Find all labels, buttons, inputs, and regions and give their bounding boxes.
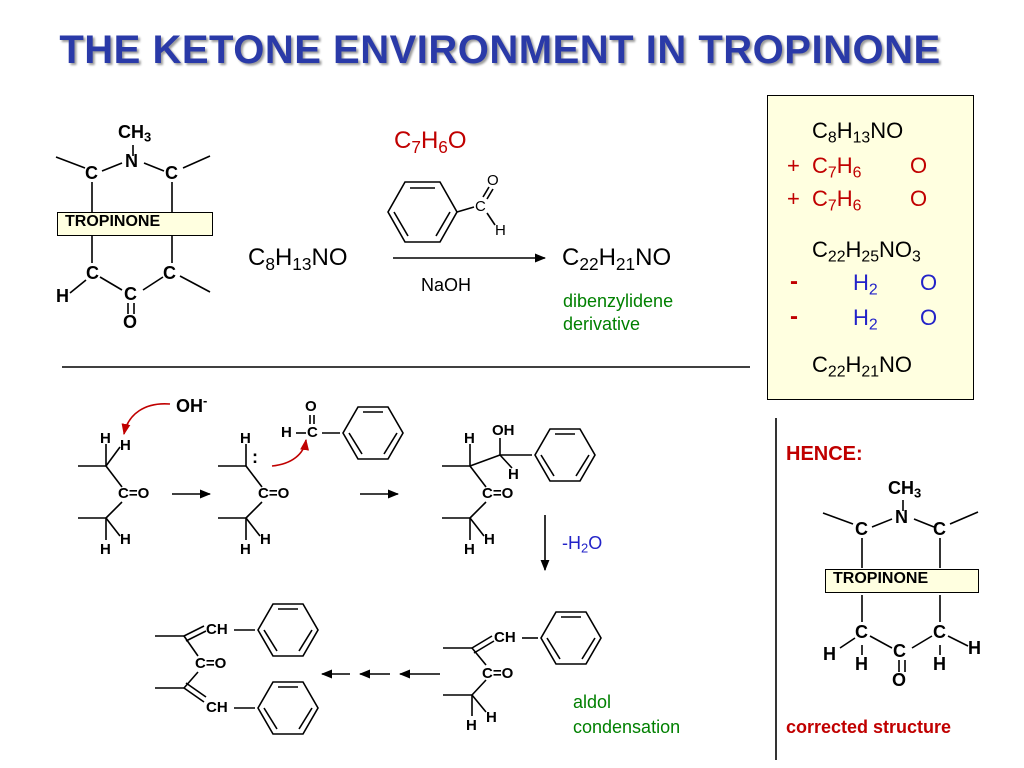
balance-reagent-1-oxygen: O — [910, 153, 928, 178]
step2-h-bottom-right: H — [260, 531, 271, 548]
tropinone-label-box — [57, 212, 213, 236]
aldol-carbonyl: C=O — [482, 665, 514, 682]
final-vinyl-ch-top: CH — [206, 621, 228, 638]
aldol-label-line1: aldol — [573, 692, 612, 712]
corrected-alpha-right: C — [933, 622, 946, 642]
step1-h-top-right: H — [120, 437, 131, 454]
corrected-alpha-left: C — [855, 622, 868, 642]
corrected-label-box — [825, 569, 979, 593]
step2-h-top: H — [240, 430, 251, 447]
step1-h-bottom-left: H — [100, 541, 111, 558]
balance-minus-2: - — [790, 303, 798, 330]
aldehyde-oxygen: O — [487, 172, 499, 189]
product-name-line2: derivative — [563, 314, 641, 334]
corrected-methyl: CH3 — [888, 478, 922, 501]
reactant-formula: C8H13NO — [248, 244, 348, 274]
step2-h-bottom-left: H — [240, 541, 251, 558]
step2-aldehyde-oxygen: O — [305, 398, 317, 415]
step2-aldehyde-hydrogen: H — [281, 424, 292, 441]
carbanion-lone-pair: : — [252, 447, 258, 467]
carbonyl-oxygen: O — [123, 312, 138, 332]
corrected-caption: corrected structure — [786, 717, 952, 737]
corrected-bridgehead-right: C — [933, 519, 946, 539]
step1-carbonyl: C=O — [118, 485, 150, 502]
reagent-formula: C7H6O — [394, 127, 467, 157]
step3-h-top: H — [464, 430, 475, 447]
step2-carbonyl: C=O — [258, 485, 290, 502]
aldol-h-right: H — [486, 709, 497, 726]
aldehyde-hydrogen: H — [495, 222, 506, 239]
corrected-carbonyl-oxygen: O — [892, 670, 907, 690]
corrected-h-left: H — [855, 654, 868, 674]
alpha-carbon-left: C — [86, 263, 99, 283]
balance-reactant: C8H13NO — [812, 118, 904, 147]
bridgehead-carbon-right: C — [165, 163, 178, 183]
balance-water-1-oxygen: O — [920, 270, 938, 295]
bridgehead-carbon-left: C — [85, 163, 98, 183]
catalyst-label: NaOH — [421, 275, 472, 295]
corrected-carbonyl-carbon: C — [893, 641, 906, 661]
final-carbonyl: C=O — [195, 655, 227, 672]
balance-plus-1: + — [787, 153, 800, 178]
formula-balance-box — [767, 95, 974, 400]
alpha-carbon-right: C — [163, 263, 176, 283]
step3-h-carbinol: H — [508, 466, 519, 483]
balance-final: C22H21NO — [812, 352, 912, 381]
product-name-line1: dibenzylidene — [563, 291, 674, 311]
carbonyl-carbon: C — [124, 284, 137, 304]
balance-water-1: H2 — [853, 270, 878, 299]
aldol-label-line2: condensation — [573, 717, 681, 737]
step1-h-top-left: H — [100, 430, 111, 447]
step1-h-bottom-right: H — [120, 531, 131, 548]
corrected-nitrogen: N — [895, 507, 908, 527]
step3-h-bottom-right: H — [484, 531, 495, 548]
aldol-vinyl-ch: CH — [494, 629, 516, 646]
product-formula: C22H21NO — [562, 244, 672, 274]
methyl-group: CH3 — [118, 122, 152, 145]
balance-reagent-2: C7H6 — [812, 186, 862, 215]
corrected-tropinone-label: TROPINONE — [833, 570, 929, 587]
step3-hydroxyl: OH — [492, 422, 515, 439]
corrected-h-far-left: H — [823, 644, 836, 664]
dehydration-label: -H2O — [562, 533, 603, 556]
balance-water-2-oxygen: O — [920, 305, 938, 330]
balance-minus-1: - — [790, 268, 798, 295]
step2-aldehyde-carbon: C — [307, 424, 318, 441]
corrected-h-right: H — [933, 654, 946, 674]
hydrogen-atom: H — [56, 286, 69, 306]
balance-sum: C22H25NO3 — [812, 237, 921, 266]
nitrogen-atom: N — [125, 151, 138, 171]
hence-label: HENCE: — [786, 443, 863, 465]
aldol-h-left: H — [466, 717, 477, 734]
step3-carbonyl: C=O — [482, 485, 514, 502]
balance-plus-2: + — [787, 186, 800, 211]
balance-water-2: H2 — [853, 305, 878, 334]
balance-reagent-2-oxygen: O — [910, 186, 928, 211]
step3-h-bottom-left: H — [464, 541, 475, 558]
corrected-h-far-right: H — [968, 638, 981, 658]
hydroxide-ion: OH- — [176, 393, 208, 417]
corrected-bridgehead-left: C — [855, 519, 868, 539]
final-vinyl-ch-bottom: CH — [206, 699, 228, 716]
tropinone-label: TROPINONE — [65, 213, 161, 230]
balance-reagent-1: C7H6 — [812, 153, 862, 182]
aldehyde-carbon: C — [475, 198, 486, 215]
slide-title: THE KETONE ENVIRONMENT IN TROPINONE — [59, 28, 941, 72]
